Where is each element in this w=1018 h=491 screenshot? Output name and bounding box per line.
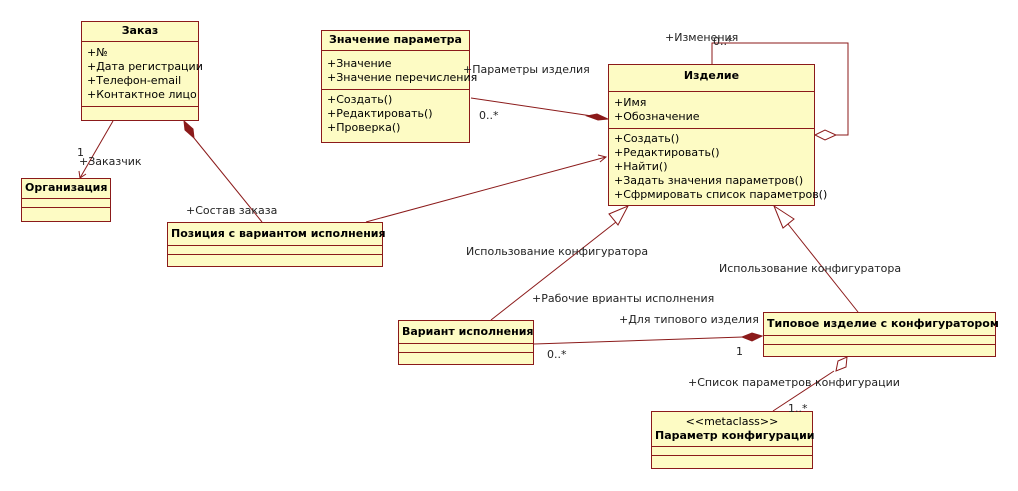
class-title: Значение параметра (322, 31, 469, 51)
operation: +Проверка() (327, 121, 401, 134)
triangle-generalization-2 (772, 204, 795, 229)
operations-section (652, 456, 812, 464)
diamond-izdelie (585, 113, 610, 121)
operation: +Редактировать() (614, 146, 720, 159)
class-parametr[interactable]: <<metaclass>> Параметр конфигурации (651, 411, 815, 469)
self-assoc-izmeneniya (711, 42, 849, 136)
operations-section (82, 107, 198, 115)
attribute: +Значение (327, 57, 392, 70)
class-znachenie-parametra[interactable]: Значение параметра +Значение +Значение п… (321, 30, 478, 143)
attribute: +Дата регистрации (87, 60, 203, 73)
attributes-section: +Значение +Значение перечисления (322, 51, 478, 90)
diamond-parametr (835, 356, 848, 372)
operation: +Редактировать() (327, 107, 433, 120)
attributes-section (22, 199, 110, 208)
operation: +Задать значения параметров() (614, 174, 804, 187)
composition-znachenie-izdelie (470, 97, 593, 117)
assoc-poziciya-izdelie (365, 156, 607, 223)
attributes-section (652, 447, 812, 456)
operations-section (399, 353, 533, 361)
class-variant[interactable]: Вариант исполнения (398, 320, 534, 365)
diamond-self (813, 129, 838, 141)
class-title: Заказ (82, 22, 198, 42)
triangle-generalization-1 (608, 204, 630, 226)
class-title: Организация (22, 179, 110, 199)
multiplicity-zakazchik: 1 (77, 146, 84, 159)
operations-section: +Создать() +Редактировать() +Проверка() (322, 90, 469, 139)
multiplicity-spisok: 1..* (788, 402, 808, 415)
attributes-section (764, 336, 995, 345)
role-spisok-parametrov: +Список параметров конфигурации (688, 376, 900, 389)
attribute: +Обозначение (614, 110, 700, 123)
class-tipovoe[interactable]: Типовое изделие с конфигуратором (763, 312, 999, 357)
attribute: +Контактное лицо (87, 88, 197, 101)
attributes-section (399, 344, 533, 353)
aggregation-tipovoe-parametr (772, 370, 835, 412)
attributes-section: +Имя +Обозначение (609, 92, 814, 129)
multiplicity-izmeneniya: 0..* (713, 35, 733, 48)
class-organizaciya[interactable]: Организация (21, 178, 111, 222)
class-izdelie[interactable]: Изделие +Имя +Обозначение +Создать() +Ре… (608, 64, 828, 206)
role-izmeneniya: +Изменения (665, 31, 739, 44)
multiplicity-variant: 0..* (547, 348, 567, 361)
arrowhead-izdelie-1 (597, 154, 608, 163)
class-title: Типовое изделие с конфигуратором (764, 313, 999, 336)
operations-section: +Создать() +Редактировать() +Найти() +За… (609, 129, 828, 204)
attribute: +Имя (614, 96, 647, 109)
operation: +Создать() (327, 93, 393, 106)
diamond-tipovoe (740, 332, 764, 342)
composition-zakaz-poziciya (193, 137, 263, 223)
diamond-zakaz (183, 119, 195, 140)
role-zakazchik: +Заказчик (79, 155, 142, 168)
role-parametry-izdeliya: +Параметры изделия (463, 63, 590, 76)
attribute: +Телефон-email (87, 74, 182, 87)
class-zakaz[interactable]: Заказ +№ +Дата регистрации +Телефон-emai… (81, 21, 203, 121)
attribute: +№ (87, 46, 108, 59)
operation: +Создать() (614, 132, 680, 145)
class-title: Позиция с вариантом исполнения (168, 223, 386, 246)
role-rabochie-varianty: +Рабочие врианты исполнения (532, 292, 715, 305)
attributes-section (168, 246, 382, 255)
operation: +Сфрмировать список параметров() (614, 188, 828, 201)
operations-section (168, 255, 382, 263)
multiplicity-parametry: 0..* (479, 109, 499, 122)
label-ispolzovanie-2: Использование конфигуратора (719, 262, 902, 275)
class-title-text: Параметр конфигурации (655, 429, 815, 442)
operations-section (764, 345, 995, 353)
role-dlya-tipovogo: +Для типового изделия (619, 313, 759, 326)
assoc-zakaz-organizaciya (79, 120, 114, 179)
operation: +Найти() (614, 160, 668, 173)
class-title: Вариант исполнения (399, 321, 534, 344)
attributes-section: +№ +Дата регистрации +Телефон-email +Кон… (82, 42, 203, 107)
class-poziciya[interactable]: Позиция с вариантом исполнения (167, 222, 386, 267)
class-title: <<metaclass>> Параметр конфигурации (652, 412, 815, 447)
attribute: +Значение перечисления (327, 71, 478, 84)
multiplicity-dlya-tipovogo: 1 (736, 345, 743, 358)
label-ispolzovanie-1: Использование конфигуратора (466, 245, 649, 258)
operations-section (22, 208, 110, 216)
role-sostav-zakaza: +Состав заказа (186, 204, 278, 217)
class-title: Изделие (609, 65, 814, 92)
generalization-tipovoe-izdelie (787, 223, 859, 313)
composition-variant-tipovoe (533, 336, 744, 345)
generalization-variant-izdelie (490, 221, 617, 321)
stereotype: <<metaclass>> (685, 415, 779, 428)
